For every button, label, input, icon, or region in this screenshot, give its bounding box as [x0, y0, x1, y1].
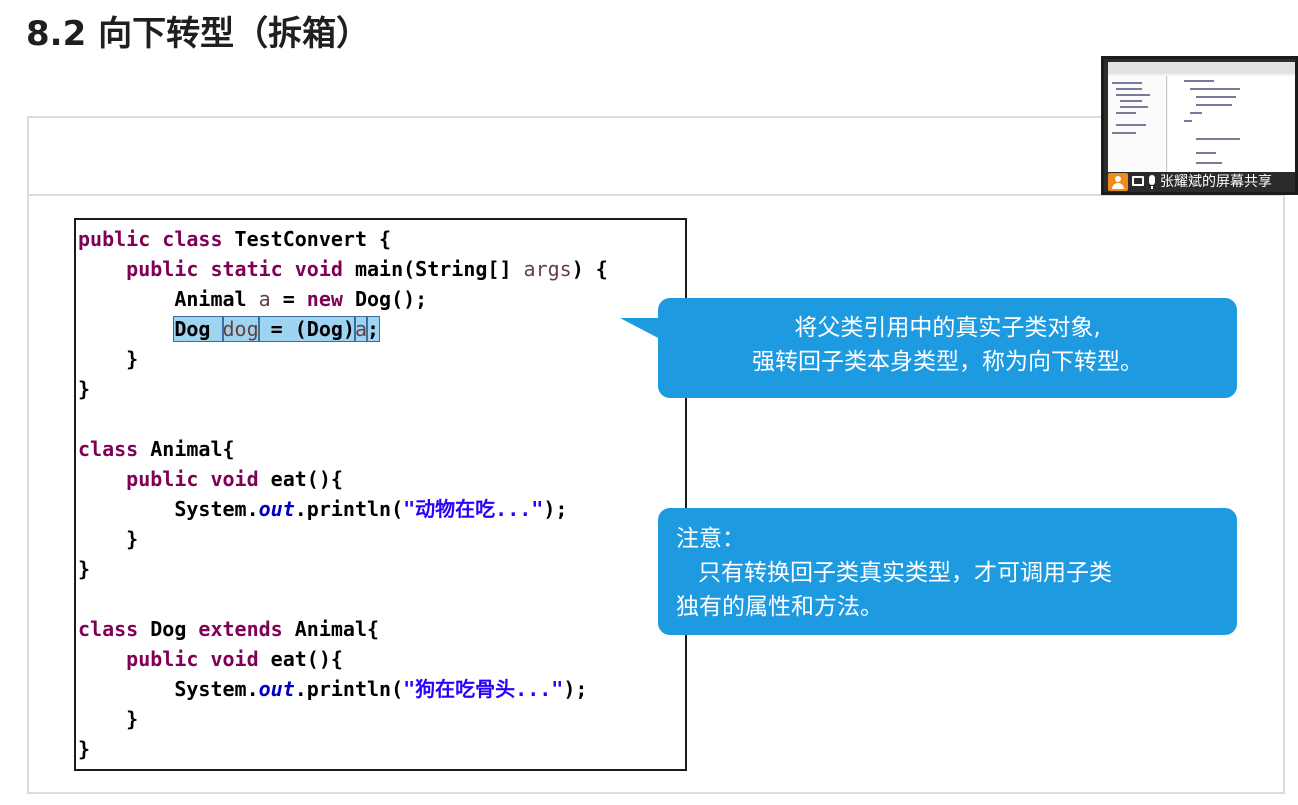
screen-share-bar: 张耀斌的屏幕共享 — [1104, 172, 1295, 192]
code-line: Dog dog = (Dog)a; — [78, 314, 381, 344]
code-token: main(String[] — [354, 257, 524, 281]
code-token: "动物在吃..." — [403, 497, 544, 521]
code-token: Dog — [173, 316, 224, 342]
code-token: Animal{ — [294, 617, 380, 641]
code-token: eat(){ — [270, 467, 343, 491]
callout-note-line3: 独有的属性和方法。 — [676, 594, 883, 620]
code-block — [74, 218, 687, 771]
code-token: = (Dog) — [257, 316, 356, 342]
code-token: System. — [78, 677, 259, 701]
code-token: } — [78, 347, 139, 371]
slide-title: 8.2 向下转型（拆箱） — [26, 14, 371, 54]
screen-share-label: 张耀斌的屏幕共享 — [1160, 174, 1272, 190]
callout-downcast-line2: 强转回子类本身类型，称为向下转型。 — [752, 349, 1143, 375]
code-line: System.out.println("动物在吃..."); — [78, 494, 567, 524]
code-line: class Dog extends Animal{ — [78, 614, 379, 644]
callout-downcast: 将父类引用中的真实子类对象, 强转回子类本身类型，称为向下转型。 — [658, 298, 1237, 398]
code-token: public class — [78, 227, 235, 251]
code-token: } — [78, 707, 139, 731]
frame-divider — [27, 194, 1285, 196]
code-token: ); — [543, 497, 568, 521]
callout-note-heading: 注意： — [676, 526, 745, 552]
code-token: public void — [78, 467, 271, 491]
callout-note-line2: 只有转换回子类真实类型，才可调用子类 — [698, 560, 1112, 586]
code-line: } — [78, 554, 90, 584]
code-line: public void eat(){ — [78, 464, 343, 494]
code-token: out — [258, 677, 295, 701]
code-token — [78, 317, 174, 341]
code-token: ); — [563, 677, 588, 701]
code-line: } — [78, 374, 90, 404]
code-line: public void eat(){ — [78, 644, 343, 674]
code-token: .println( — [294, 497, 404, 521]
code-line: } — [78, 524, 138, 554]
screen-share-icon — [1132, 176, 1144, 186]
code-token: ; — [365, 316, 381, 342]
code-line: public static void main(String[] args) { — [78, 254, 608, 284]
code-line: class Animal{ — [78, 434, 235, 464]
code-line: } — [78, 734, 90, 764]
code-line: Animal a = new Dog(); — [78, 284, 427, 314]
code-token: ) { — [571, 257, 608, 281]
preview-toolbar — [1108, 62, 1295, 74]
code-token: } — [78, 377, 91, 401]
code-token: "狗在吃骨头..." — [403, 677, 564, 701]
user-icon — [1108, 173, 1128, 191]
code-line: public class TestConvert { — [78, 224, 391, 254]
microphone-icon — [1149, 175, 1155, 189]
code-line: } — [78, 704, 138, 734]
screen-share-thumbnail[interactable]: 张耀斌的屏幕共享 — [1101, 56, 1298, 195]
code-token: TestConvert { — [234, 227, 392, 251]
code-token: public static void — [78, 257, 355, 281]
code-token: Dog — [150, 617, 199, 641]
code-line: } — [78, 344, 138, 374]
code-token: new — [306, 287, 343, 311]
callout-downcast-line1: 将父类引用中的真实子类对象, — [794, 315, 1101, 341]
code-token: class — [78, 437, 151, 461]
code-token: args — [523, 257, 572, 281]
code-token: public void — [78, 647, 271, 671]
code-line: System.out.println("狗在吃骨头..."); — [78, 674, 587, 704]
code-token: Animal{ — [150, 437, 235, 461]
code-token: Dog(); — [342, 287, 428, 311]
code-token: .println( — [294, 677, 404, 701]
preview-editor — [1168, 76, 1295, 172]
code-token: System. — [78, 497, 259, 521]
code-token: eat(){ — [270, 647, 343, 671]
code-token: a — [258, 287, 271, 311]
code-token: } — [78, 557, 91, 581]
callout-pointer — [620, 318, 662, 340]
code-token: extends — [198, 617, 295, 641]
code-token: } — [78, 527, 139, 551]
code-token: dog — [221, 316, 260, 342]
code-token: out — [258, 497, 295, 521]
code-token: = — [270, 287, 307, 311]
shared-screen-preview — [1108, 62, 1295, 172]
callout-note: 注意： 只有转换回子类真实类型，才可调用子类 独有的属性和方法。 — [658, 508, 1237, 635]
code-token: class — [78, 617, 151, 641]
preview-project-tree — [1108, 76, 1167, 172]
code-token: Animal — [78, 287, 259, 311]
code-token: a — [353, 316, 369, 342]
code-token: } — [78, 737, 91, 761]
